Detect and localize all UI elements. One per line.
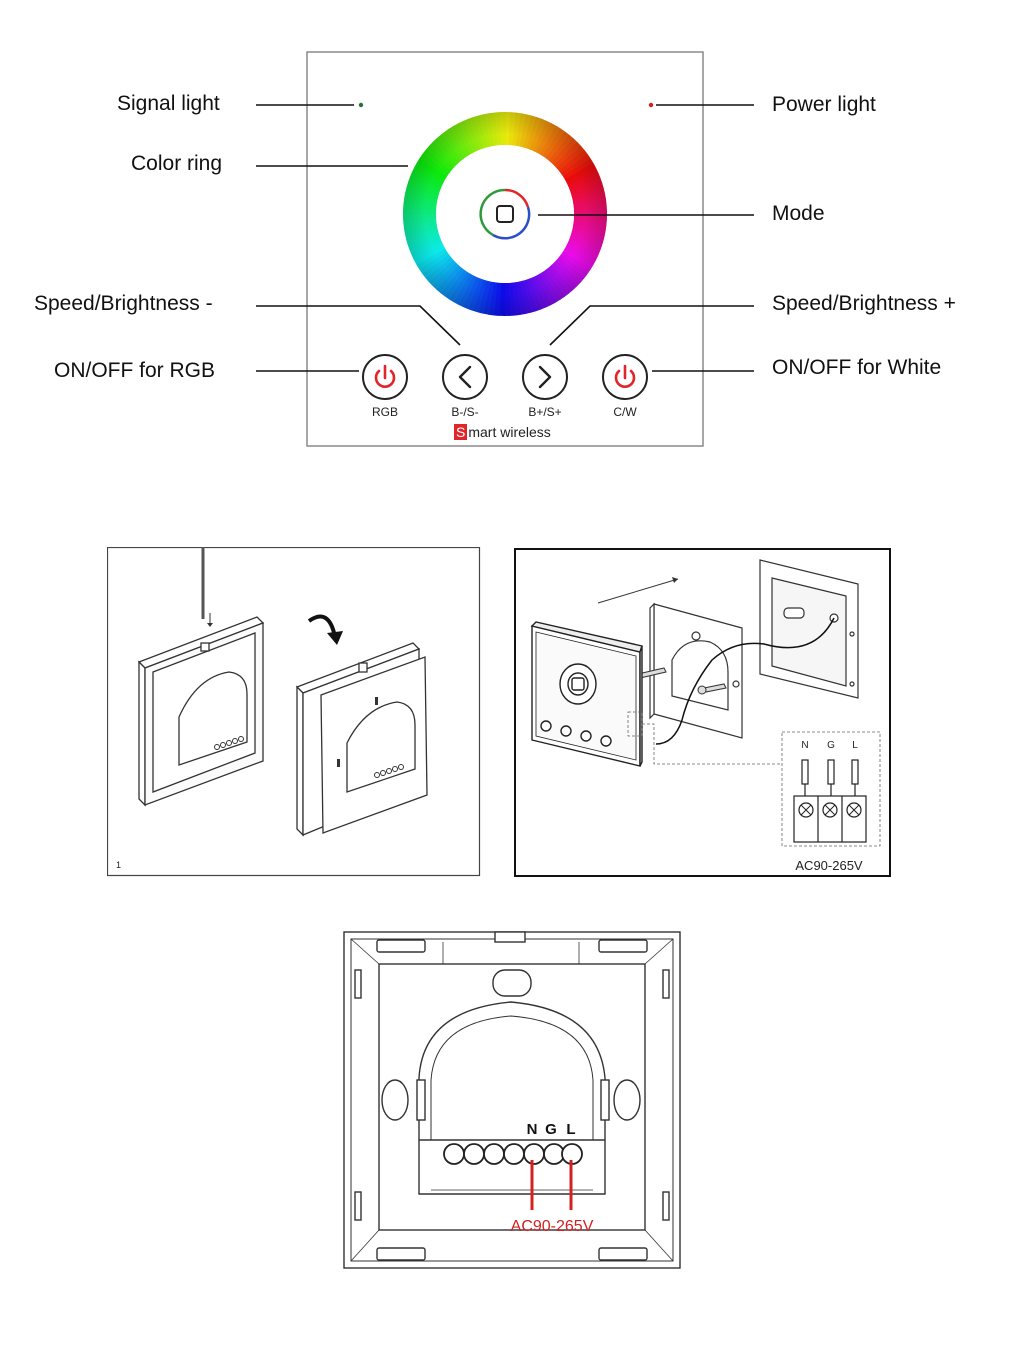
back-voltage-label: AC90-265V [511, 1218, 594, 1235]
cover-removal-drawing [107, 547, 481, 877]
voltage-label: AC90-265V [795, 858, 863, 873]
button-caption-cw: C/W [613, 405, 637, 419]
mode-button[interactable] [479, 188, 531, 240]
back-plate-inner [378, 963, 646, 1231]
white-onoff-button[interactable] [602, 354, 648, 400]
wall-box [759, 559, 859, 699]
terminal-block [793, 759, 867, 843]
power-icon [374, 364, 396, 388]
terminal-screws [443, 1143, 583, 1165]
brand-initial: S [454, 424, 468, 440]
terminal-holes-left [214, 736, 244, 750]
back-plate-drawing: N G L AC90-265V [343, 931, 681, 1269]
button-caption-brightness-plus: B+/S+ [528, 405, 562, 419]
callout-speed-minus: Speed/Brightness - [34, 292, 213, 315]
brightness-plus-button[interactable] [522, 354, 568, 400]
callout-signal-light: Signal light [117, 92, 220, 115]
back-terminal-label-g: G [545, 1121, 557, 1138]
callout-onoff-white: ON/OFF for White [772, 356, 942, 379]
back-terminal-label-n: N [527, 1121, 538, 1138]
callout-onoff-rgb: ON/OFF for RGB [54, 359, 216, 382]
wall-mount-drawing: N G L AC90-265V [514, 548, 891, 877]
terminal-label-g: G [827, 740, 835, 751]
leader-lines [256, 104, 754, 372]
signal-light-dot [358, 102, 364, 108]
chevron-right-icon [538, 365, 552, 389]
back-terminal-label-l: L [566, 1121, 575, 1138]
wall-plate-right [295, 642, 428, 837]
power-icon [614, 364, 636, 388]
callout-color-ring: Color ring [131, 152, 223, 175]
callout-power-light: Power light [772, 93, 876, 116]
brightness-minus-button[interactable] [442, 354, 488, 400]
callout-speed-plus: Speed/Brightness + [772, 292, 956, 315]
control-panel-drawing [256, 51, 754, 447]
wall-plate-left [137, 616, 265, 807]
terminal-module [418, 1001, 606, 1195]
brand-rest: mart wireless [468, 424, 551, 440]
mode-square-icon [496, 205, 514, 223]
button-caption-brightness-minus: B-/S- [451, 405, 479, 419]
rgb-onoff-button[interactable] [362, 354, 408, 400]
power-light-dot [648, 102, 654, 108]
color-ring-center [436, 145, 574, 283]
switch-panel-front [530, 621, 643, 767]
button-caption-rgb: RGB [371, 405, 398, 419]
chevron-left-icon [458, 365, 472, 389]
callout-mode: Mode [772, 202, 825, 225]
step-number: 1 [116, 860, 122, 870]
terminal-label-n: N [801, 740, 808, 751]
terminal-holes-right [374, 764, 404, 778]
terminal-label-l: L [852, 740, 858, 751]
